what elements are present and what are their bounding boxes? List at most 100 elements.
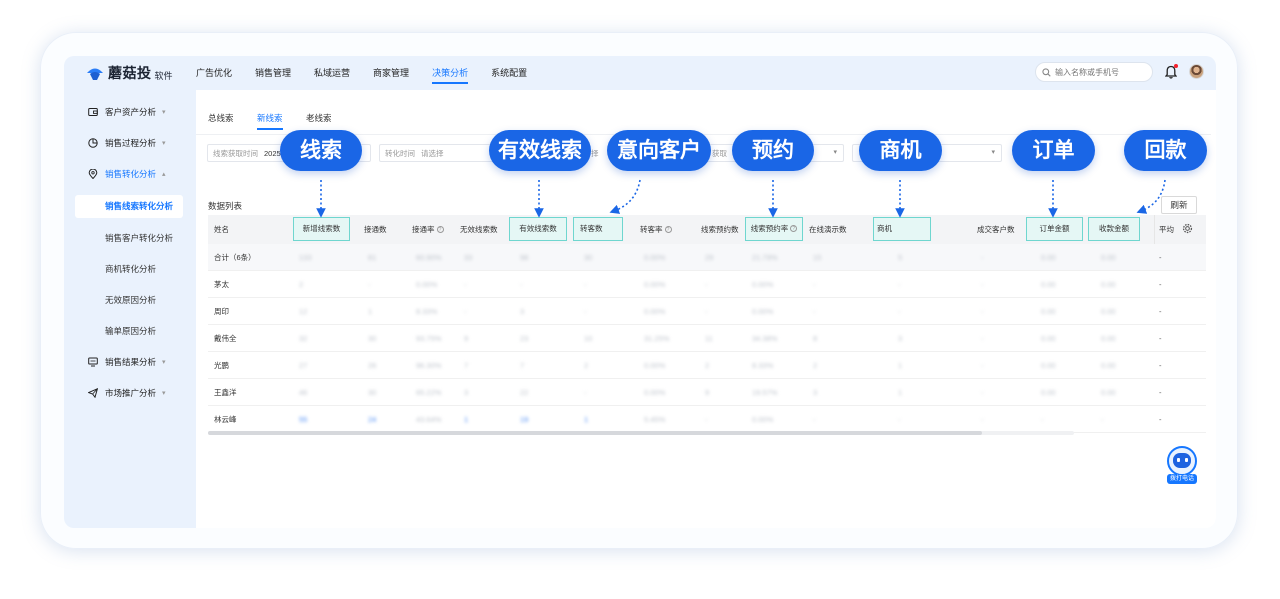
sidebar-sub-invalid-reasons[interactable]: 无效原因分析 <box>105 294 156 306</box>
table-cell: 27 <box>299 352 307 379</box>
table-cell: 1 <box>464 406 468 433</box>
col-name: 姓名 <box>214 215 229 244</box>
sidebar-item-customer-assets[interactable]: 客户资产分析 ▾ <box>88 106 166 118</box>
table-row[interactable]: 茅太2-0.00%---0.00%-0.00%---0.000.00- <box>208 271 1206 298</box>
sidebar-item-sales-conversion[interactable]: 销售转化分析 ▴ <box>88 168 166 180</box>
nav-system-config[interactable]: 系统配置 <box>491 66 527 79</box>
sidebar: 客户资产分析 ▾ 销售过程分析 ▾ 销售转化分析 ▴ 销售线索转化分析 销售客户… <box>64 90 196 528</box>
table-cell: 46 <box>299 379 307 406</box>
convert-time-filter[interactable]: 转化时间 请选择 <box>379 144 499 162</box>
callout-order: 订单 <box>1012 130 1095 171</box>
table-cell: 2 <box>813 352 817 379</box>
table-row[interactable]: 周印1218.33%-3-0.00%-0.00%---0.000.00- <box>208 298 1206 325</box>
table-cell: 43.64% <box>416 406 441 433</box>
sidebar-sub-customer-conversion[interactable]: 销售客户转化分析 <box>105 232 173 244</box>
table-cell: - <box>898 298 901 325</box>
callout-intent-customers: 意向客户 <box>607 130 711 171</box>
search-input[interactable] <box>1055 68 1150 77</box>
refresh-button[interactable]: 刷新 <box>1161 196 1197 214</box>
callout-appointment: 预约 <box>732 130 814 171</box>
table-cell: 93.75% <box>416 325 441 352</box>
col-deal-customers[interactable]: 成交客户数 <box>977 215 1015 244</box>
col-average[interactable]: 平均 <box>1154 215 1178 244</box>
col-converted-customers[interactable]: 转客数 <box>573 217 623 241</box>
table-cell: 3 <box>464 379 468 406</box>
table-total-row[interactable]: 合计（6条）1338160.90%3398300.00%2921.79%155-… <box>208 244 1206 271</box>
search-box[interactable] <box>1035 62 1153 82</box>
sidebar-sub-lead-conversion[interactable]: 销售线索转化分析 <box>75 195 183 218</box>
col-payment-amount[interactable]: 收款金额 <box>1088 217 1140 241</box>
sidebar-item-marketing[interactable]: 市场推广分析 ▾ <box>88 387 166 399</box>
table-row[interactable]: 王鑫洋463065.22%322-0.00%919.57%31-0.000.00… <box>208 379 1206 406</box>
sidebar-sub-opportunity-conversion[interactable]: 商机转化分析 <box>105 263 156 275</box>
table-cell: 5 <box>898 244 902 271</box>
tab-all-leads[interactable]: 总线索 <box>208 112 234 124</box>
col-online-demos[interactable]: 在线演示数 <box>809 215 847 244</box>
call-button-label[interactable]: 拨打电话 <box>1167 474 1197 484</box>
table-cell: 33 <box>464 244 472 271</box>
table-cell: 8.33% <box>752 352 773 379</box>
table-cell: 3 <box>520 298 524 325</box>
table-cell: - <box>1159 406 1162 433</box>
mushroom-logo-icon <box>86 65 104 81</box>
settings-gear-icon[interactable] <box>1182 223 1193 234</box>
table-cell: 23 <box>520 325 528 352</box>
robot-icon <box>1173 453 1191 468</box>
sidebar-sub-lost-deal-reasons[interactable]: 输单原因分析 <box>105 325 156 337</box>
col-connected[interactable]: 接通数 <box>364 215 387 244</box>
app-window: 蘑菇投 软件 广告优化 销售管理 私域运营 商家管理 决策分析 系统配置 <box>64 56 1216 528</box>
table-cell: - <box>981 298 984 325</box>
col-invalid-leads[interactable]: 无效线索数 <box>460 215 498 244</box>
callout-opportunity: 商机 <box>859 130 942 171</box>
col-valid-leads[interactable]: 有效线索数 <box>509 217 567 241</box>
table-cell: - <box>981 244 984 271</box>
help-icon[interactable]: ? <box>437 226 444 233</box>
sidebar-item-label: 销售过程分析 <box>105 137 156 149</box>
col-appointments[interactable]: 线索预约数 <box>701 215 739 244</box>
table-cell: 133 <box>299 244 312 271</box>
table-row[interactable]: 林云峰552443.64%11915.45%-0.00%------ <box>208 406 1206 433</box>
col-opportunities[interactable]: 商机 <box>873 217 931 241</box>
nav-private-domain[interactable]: 私域运营 <box>314 66 350 79</box>
table-cell: - <box>981 271 984 298</box>
help-icon[interactable]: ? <box>665 226 672 233</box>
tab-old-leads[interactable]: 老线索 <box>306 112 332 124</box>
col-appointment-rate[interactable]: 线索预约率? <box>745 217 803 241</box>
col-order-amount[interactable]: 订单金额 <box>1026 217 1083 241</box>
help-icon[interactable]: ? <box>790 225 797 232</box>
table-cell: - <box>584 379 587 406</box>
table-cell: 12 <box>299 298 307 325</box>
table-row[interactable]: 光鹏272696.30%7720.00%28.33%21-0.000.00- <box>208 352 1206 379</box>
nav-merchant-management[interactable]: 商家管理 <box>373 66 409 79</box>
cell-name: 周印 <box>214 298 229 325</box>
convert-time-label: 转化时间 <box>385 148 415 159</box>
table-cell: - <box>898 406 901 433</box>
col-convert-rate[interactable]: 转客率? <box>640 215 672 244</box>
nav-ad-optimization[interactable]: 广告优化 <box>196 66 232 79</box>
user-avatar[interactable] <box>1189 64 1204 79</box>
tab-new-leads[interactable]: 新线索 <box>257 112 283 124</box>
col-new-leads[interactable]: 新增线索数 <box>293 217 350 241</box>
table-header: 姓名 新增线索数 接通数 接通率? 无效线索数 有效线索数 转客数 转客率? 线… <box>208 215 1206 244</box>
sidebar-item-sales-process[interactable]: 销售过程分析 ▾ <box>88 137 166 149</box>
table-cell: 26 <box>368 352 376 379</box>
table-cell: - <box>813 406 816 433</box>
horizontal-scrollbar[interactable] <box>208 431 982 435</box>
sidebar-item-sales-results[interactable]: 销售结果分析 ▾ <box>88 356 166 368</box>
col-connect-rate[interactable]: 接通率? <box>412 215 444 244</box>
robot-eye <box>1185 458 1188 462</box>
table-cell: 29 <box>705 244 713 271</box>
table-cell: - <box>1159 271 1162 298</box>
table-cell: 0.00 <box>1041 352 1056 379</box>
location-pin-icon <box>88 169 98 179</box>
brand-logo[interactable]: 蘑菇投 软件 <box>86 63 173 83</box>
table-cell: - <box>584 271 587 298</box>
chevron-down-icon: ▾ <box>162 108 166 116</box>
nav-sales-management[interactable]: 销售管理 <box>255 66 291 79</box>
table-cell: 0.00% <box>644 352 665 379</box>
table-cell: - <box>1159 379 1162 406</box>
convert-time-placeholder: 请选择 <box>421 148 444 159</box>
nav-decision-analysis[interactable]: 决策分析 <box>432 66 468 79</box>
table-cell: 0.00 <box>1041 325 1056 352</box>
table-row[interactable]: 戴伟全323093.75%9231031.25%1134.38%83-0.000… <box>208 325 1206 352</box>
